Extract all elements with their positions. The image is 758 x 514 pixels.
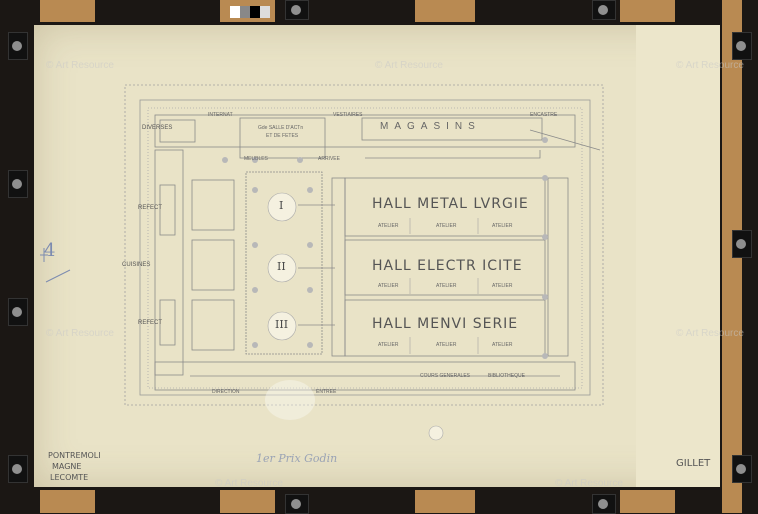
watermark: © Art Resource <box>46 328 114 339</box>
label-refect-top: REFECT <box>138 205 162 211</box>
label-encastre: ENCASTRE <box>530 112 558 118</box>
label-direction: DIRECTION <box>212 389 240 395</box>
label-entree: ENTREE <box>316 389 337 395</box>
court-number-2: II <box>277 260 286 273</box>
screw-icon <box>12 464 22 474</box>
atelier-label: ATELIER <box>436 223 457 229</box>
clip-left-3 <box>8 298 28 326</box>
clip-left-1 <box>8 32 28 60</box>
clip-bottom-1 <box>285 494 309 514</box>
clip-right-2 <box>732 230 752 258</box>
atelier-label: ATELIER <box>436 283 457 289</box>
label-meubles: MEUBLES <box>244 156 268 162</box>
screw-icon <box>291 5 301 15</box>
atelier-label: ATELIER <box>378 283 399 289</box>
screw-icon <box>736 41 746 51</box>
label-cuisines: CUISINES <box>122 262 151 268</box>
atelier-label: ATELIER <box>378 342 399 348</box>
signature-magne: MAGNE <box>52 462 82 471</box>
screw-icon <box>12 179 22 189</box>
watermark: © Art Resource <box>555 478 623 489</box>
frame-band-bottom-far <box>620 490 675 513</box>
screw-icon <box>12 307 22 317</box>
signature-lecomte: LECOMTE <box>50 473 89 482</box>
watermark: © Art Resource <box>215 478 283 489</box>
drawing-sheet <box>34 25 720 487</box>
label-arrivee: ARRIVEE <box>318 156 340 162</box>
frame-band-top-far <box>620 0 675 22</box>
drawing-caption: 1er Prix Godin <box>256 452 338 465</box>
court-number-1: I <box>279 199 284 212</box>
watermark: © Art Resource <box>676 328 744 339</box>
screw-icon <box>598 5 608 15</box>
clip-left-2 <box>8 170 28 198</box>
screw-icon <box>736 464 746 474</box>
label-vestiaires: VESTIAIRES <box>333 112 363 118</box>
watermark: © Art Resource <box>375 60 443 71</box>
clip-top-1 <box>285 0 309 20</box>
frame-band-bottom-left <box>40 490 95 513</box>
label-grande-salle: Gde SALLE D'ACTn <box>258 125 304 131</box>
screw-icon <box>291 499 301 509</box>
signature-gillet: GILLET <box>676 458 711 469</box>
magasins-label: MAGASINS <box>380 121 481 132</box>
hall-title-electricite: HALL ELECTR ICITE <box>372 258 523 274</box>
label-bibliotheque: BIBLIOTHEQUE <box>488 373 525 379</box>
screw-icon <box>736 239 746 249</box>
page-number: 4 <box>44 240 56 261</box>
label-refect-bottom: REFECT <box>138 320 162 326</box>
label-diverses: DIVERSES <box>142 125 173 131</box>
frame-band-top-right <box>415 0 475 22</box>
watermark: © Art Resource <box>676 60 744 71</box>
watermark: © Art Resource <box>46 60 114 71</box>
label-cours-generales: COURS GENERALES <box>420 373 471 379</box>
frame-band-top-left <box>40 0 95 22</box>
screw-icon <box>598 499 608 509</box>
screw-icon <box>12 41 22 51</box>
atelier-label: ATELIER <box>436 342 457 348</box>
atelier-label: ATELIER <box>492 223 513 229</box>
frame-band-bottom-right <box>415 490 475 513</box>
color-swatch-strip <box>230 6 270 18</box>
atelier-label: ATELIER <box>492 342 513 348</box>
label-fetes: ET DE FETES <box>266 133 299 139</box>
hall-title-menuiserie: HALL MENVI SERIE <box>372 316 519 332</box>
clip-right-1 <box>732 32 752 60</box>
atelier-label: ATELIER <box>378 223 399 229</box>
atelier-label: ATELIER <box>492 283 513 289</box>
drawing-sheet-margin <box>636 25 720 487</box>
clip-right-3 <box>732 455 752 483</box>
hall-title-metallurgie: HALL METAL LVRGIE <box>372 196 529 212</box>
clip-left-4 <box>8 455 28 483</box>
court-number-3: III <box>275 318 289 331</box>
signature-pontremoli: PONTREMOLI <box>48 451 101 460</box>
frame-band-bottom-mid <box>220 490 275 513</box>
label-internat: INTERNAT <box>208 112 233 118</box>
clip-top-2 <box>592 0 616 20</box>
